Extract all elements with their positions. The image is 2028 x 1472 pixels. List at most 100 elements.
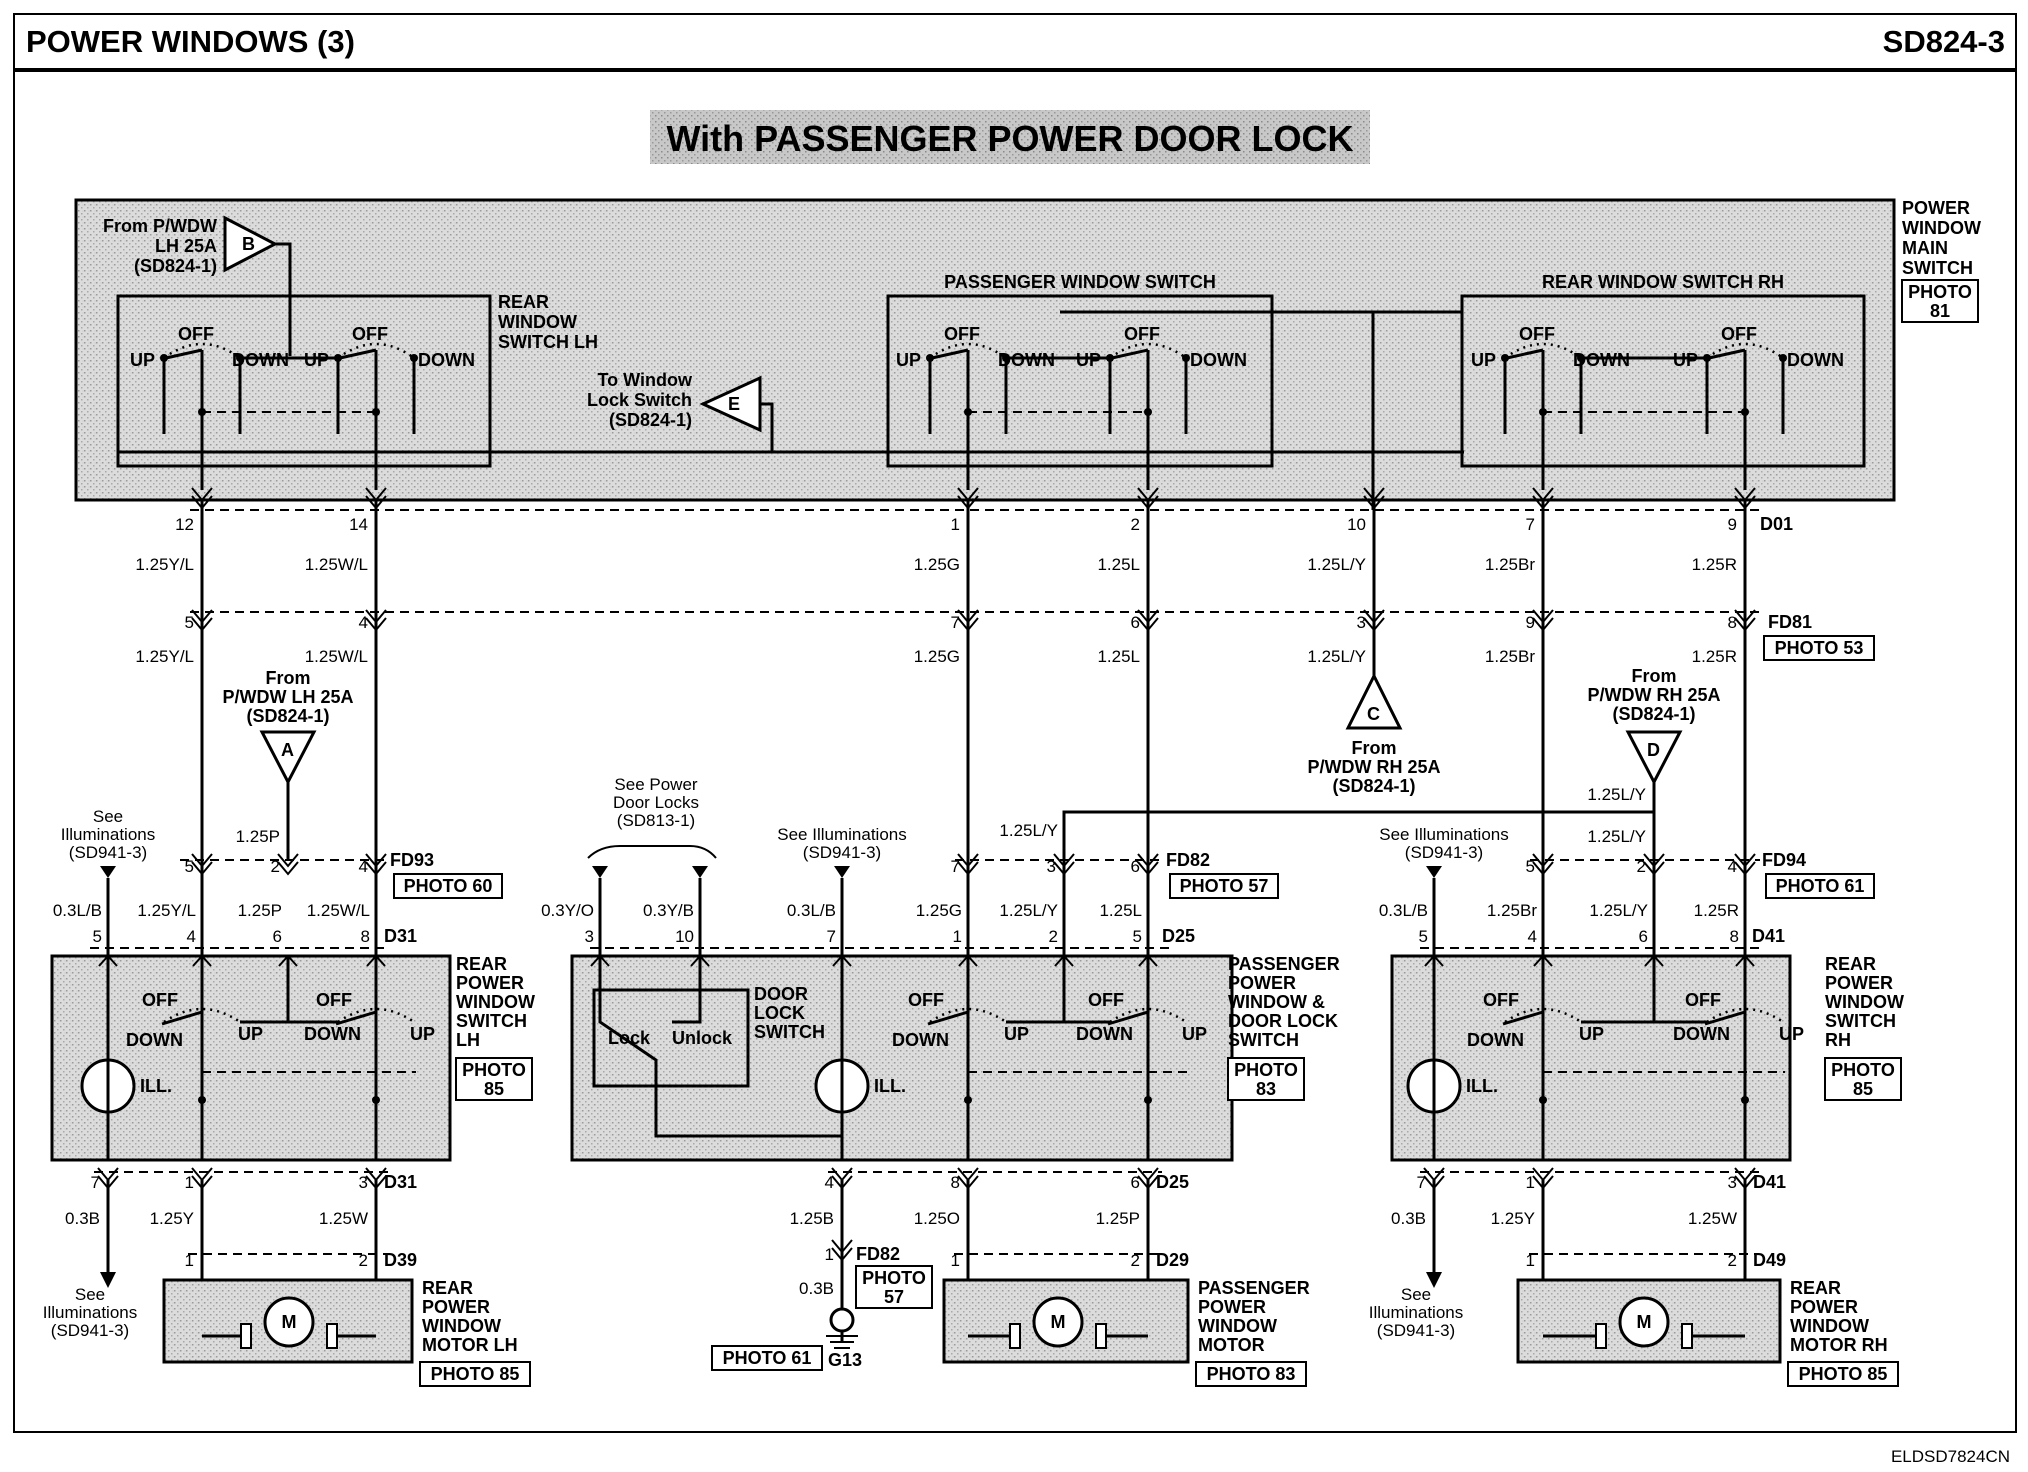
banner-text: With PASSENGER POWER DOOR LOCK: [666, 118, 1353, 159]
lh-sw-up2: UP: [410, 1024, 435, 1044]
d31-bot-wire-0: 0.3B: [65, 1209, 100, 1228]
wire-up-0: 1.25Y/L: [135, 555, 194, 574]
motor-pass-m: M: [1051, 1312, 1066, 1332]
d25-bot-wire-0: 1.25B: [790, 1209, 834, 1228]
motor-rh-name-3: MOTOR RH: [1790, 1335, 1888, 1355]
motor-rh-name-0: REAR: [1790, 1278, 1841, 1298]
fd93-pin-0-b: [191, 861, 213, 876]
fd94-photo-box: [1765, 873, 1875, 899]
motor-rh-name-2: WINDOW: [1790, 1316, 1869, 1336]
marker-b-letter: B: [242, 234, 255, 254]
passenger-switch-label: PASSENGER WINDOW SWITCH: [944, 272, 1216, 292]
pass-sw-up1: UP: [1004, 1024, 1029, 1044]
see-ill-rh-1: See Illuminations: [1379, 825, 1508, 844]
lock-word: Lock: [608, 1028, 651, 1048]
motor-lh-name-3: MOTOR LH: [422, 1335, 518, 1355]
rh-see-ill-bot-2: (SD941-3): [1377, 1321, 1455, 1340]
marker-a: [259, 730, 317, 786]
fd82-bot-label: FD82: [856, 1244, 900, 1264]
see-ill-lh-1: See: [93, 807, 123, 826]
d31-top-num-2: 6: [273, 927, 282, 946]
pass-sw-down2: DOWN: [1076, 1024, 1133, 1044]
lh-sw-l-c: [198, 1096, 206, 1104]
motor-lh-num-0: 1: [185, 1251, 194, 1270]
lh-sw-down2: DOWN: [304, 1024, 361, 1044]
fd82-photo-box: [1169, 873, 1279, 899]
door-lock-switch-box: [592, 988, 750, 1088]
pass-sw-label-1: POWER: [1228, 973, 1296, 993]
motor-lh-photo-box: [419, 1361, 531, 1387]
main-lh-l-blade: [165, 348, 203, 360]
lh-sw-label-4: LH: [456, 1030, 480, 1050]
d25-top-label: D25: [1162, 926, 1195, 946]
d25-top-num-2: 7: [827, 927, 836, 946]
door-lock-label-1: LOCK: [754, 1003, 805, 1023]
fd93-label: FD93: [390, 850, 434, 870]
see-ill-lh-arrow: [100, 866, 116, 878]
lh-sw-r-blade: [335, 1010, 377, 1026]
rear-lh-power-switch: [50, 954, 452, 1162]
d31-top-num-0: 5: [93, 927, 102, 946]
d01-label: D01: [1760, 514, 1793, 534]
pass-sw-l-arc: [929, 1007, 1007, 1024]
wire-up-4: 1.25L/Y: [1307, 555, 1366, 574]
main-rh-down1: DOWN: [1573, 350, 1630, 370]
pass-sw-r-c: [1144, 1096, 1152, 1104]
wire-mid-1: 1.25W/L: [305, 647, 368, 666]
fd81-pin-num-3: 6: [1131, 613, 1140, 632]
fd82-bot-pin: [831, 1239, 853, 1254]
fd81-label: FD81: [1768, 612, 1812, 632]
lock-path-a: [598, 956, 842, 1138]
lh-sw-label-1: POWER: [456, 973, 524, 993]
main-pass-up2: UP: [1076, 350, 1101, 370]
main-rh-down2: DOWN: [1787, 350, 1844, 370]
rh-sw-label-3: SWITCH: [1825, 1011, 1896, 1031]
passenger-box: [886, 294, 1274, 468]
d25-bot-wire-1: 1.25O: [914, 1209, 960, 1228]
pass-sw-photo-2: 83: [1256, 1079, 1276, 1099]
motor-pass-brush-r: [1095, 1323, 1107, 1349]
fd81-pin-num-6: 8: [1728, 613, 1737, 632]
from-b-1: From P/WDW: [103, 216, 217, 236]
d01-pin-num-3: 2: [1131, 515, 1140, 534]
fd82-bot-pin-b: [831, 1247, 853, 1262]
see-ill-lh-3: (SD941-3): [69, 843, 147, 862]
fd81-pin-num-5: 9: [1526, 613, 1535, 632]
connectors: 121.25Y/L51.25Y/L141.25W/L41.25W/L11.25G…: [135, 487, 1875, 666]
motor-lh-num-1: 2: [359, 1251, 368, 1270]
motor-rh-brush-l: [1595, 1323, 1607, 1349]
ground-wire-label: 0.3B: [799, 1279, 834, 1298]
motor-rh-label: D49: [1753, 1250, 1786, 1270]
lock-b-arrow: [692, 866, 708, 878]
d41-bot-label: D41: [1753, 1172, 1786, 1192]
fd82-num-1: 3: [1047, 857, 1056, 876]
motor-pass-photo: PHOTO 83: [1207, 1364, 1296, 1384]
unlock-word: Unlock: [672, 1028, 733, 1048]
from-a-2: P/WDW LH 25A: [222, 687, 353, 707]
main-lh-up1: UP: [130, 350, 155, 370]
fd93-pin-2: [365, 853, 387, 868]
main-lh-r-blade: [339, 348, 377, 360]
main-rh-l-off: OFF: [1519, 324, 1555, 344]
ill-pass-arrow: [834, 866, 850, 878]
lh-sw-l-arc: [163, 1007, 241, 1024]
fd94-num-1: 2: [1637, 857, 1646, 876]
from-d-1: From: [1632, 666, 1677, 686]
pass-wire-3: 1.25G: [916, 901, 962, 920]
rear-lh-label-3: SWITCH LH: [498, 332, 598, 352]
d41-top-num-2: 6: [1639, 927, 1648, 946]
motor-pass-name-1: POWER: [1198, 1297, 1266, 1317]
d01-pin-num-4: 10: [1347, 515, 1366, 534]
rh-sw-r-off: OFF: [1685, 990, 1721, 1010]
main-switch-label-3: MAIN: [1902, 238, 1948, 258]
lh-sw-r-arc: [337, 1007, 415, 1024]
fd93-pin-1: [277, 853, 299, 868]
pass-sw-label-4: SWITCH: [1228, 1030, 1299, 1050]
motor-lh-m: M: [282, 1312, 297, 1332]
main-lh-l-off: OFF: [178, 324, 214, 344]
main-switch: POWER WINDOW MAIN SWITCH PHOTO 81 REAR W…: [74, 198, 1981, 510]
from-c-3: (SD824-1): [1332, 776, 1415, 796]
wire-d-ly: 1.25L/Y: [1587, 785, 1646, 804]
motor-rh-brush-r: [1681, 1323, 1693, 1349]
main-rh-l-blade: [1506, 348, 1544, 360]
